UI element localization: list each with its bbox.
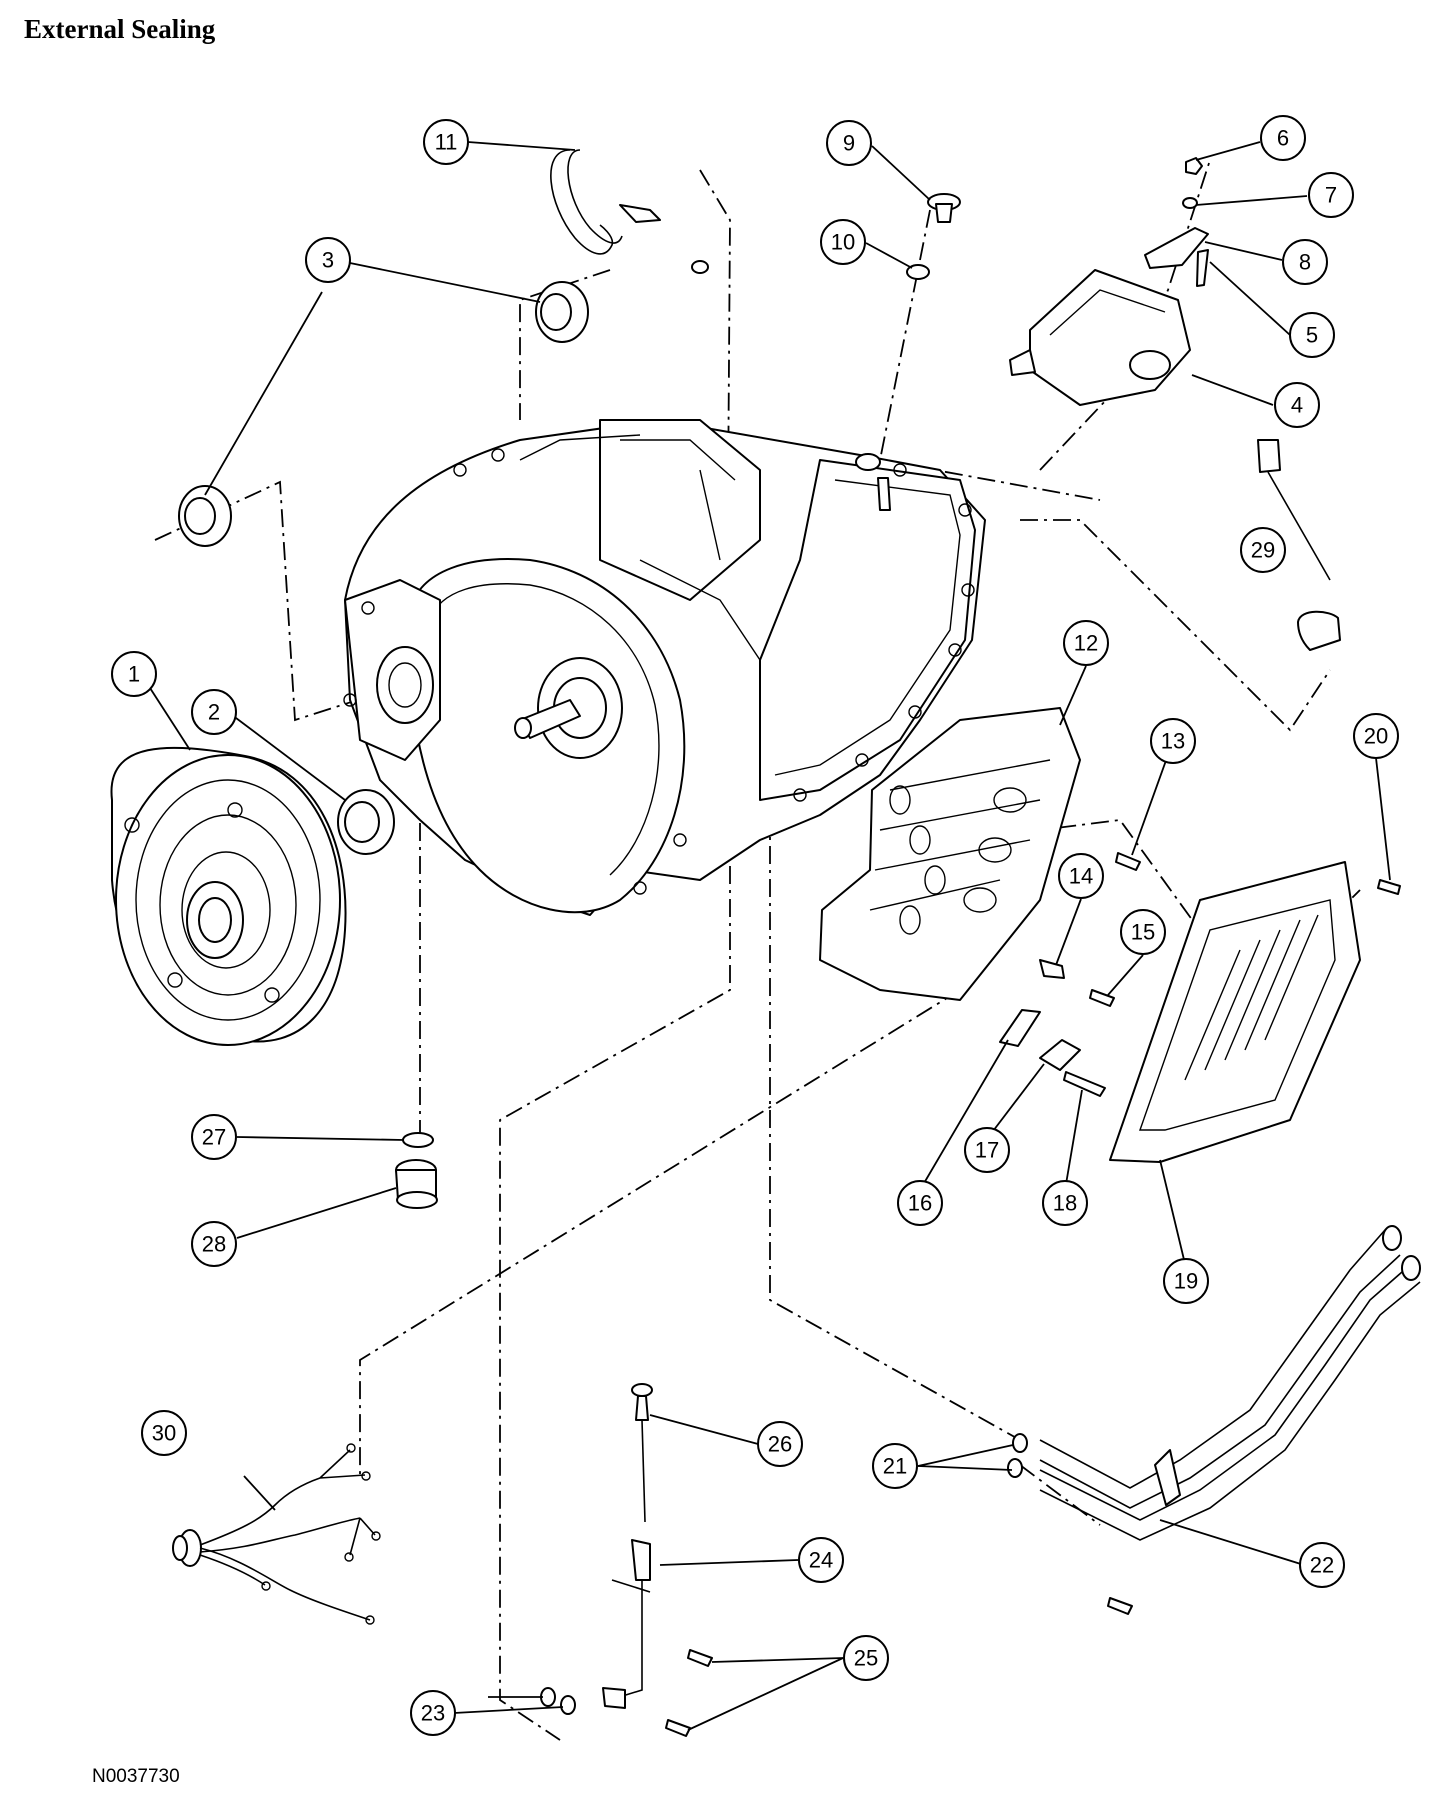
callout-25: 25 [843,1635,889,1681]
svg-text:13: 13 [1161,729,1185,754]
callout-7: 7 [1308,172,1354,218]
callout-21: 21 [872,1443,918,1489]
svg-text:8: 8 [1299,250,1311,275]
svg-text:19: 19 [1174,1269,1198,1294]
svg-text:26: 26 [768,1432,792,1457]
svg-text:16: 16 [908,1191,932,1216]
tube-bolts [665,1649,713,1737]
wiring-harness [172,1443,381,1625]
valve-body-bolt [1115,852,1141,871]
svg-text:29: 29 [1251,538,1275,563]
solenoid-bolt [1063,1071,1106,1097]
callout-11: 11 [423,119,469,165]
callout-23: 23 [410,1690,456,1736]
svg-text:5: 5 [1306,323,1318,348]
cooler-tubes [1039,1225,1421,1615]
figure-id: N0037730 [92,1766,180,1787]
callout-28: 28 [191,1221,237,1267]
page-title: External Sealing [24,14,216,44]
svg-text:27: 27 [202,1125,226,1150]
valve-body-cover [1109,861,1361,1163]
detent-spring [1039,959,1065,979]
fill-plug [927,193,961,223]
callout-12: 12 [1063,620,1109,666]
svg-text:4: 4 [1291,393,1303,418]
svg-text:25: 25 [854,1646,878,1671]
output-shaft-seal [337,789,395,855]
callout-26: 26 [757,1421,803,1467]
callout-6: 6 [1260,115,1306,161]
callout-29: 29 [1240,527,1286,573]
callout-10: 10 [820,219,866,265]
callout-1: 1 [111,651,157,697]
svg-text:11: 11 [435,130,458,155]
callout-16: 16 [897,1180,943,1226]
callout-20: 20 [1353,713,1399,759]
svg-text:7: 7 [1325,183,1337,208]
svg-text:20: 20 [1364,724,1388,749]
halfshaft-seal-left [178,485,232,547]
vent-hose [550,149,709,274]
callout-9: 9 [826,120,872,166]
dipstick [631,1383,653,1523]
svg-text:2: 2 [208,700,220,725]
svg-text:28: 28 [202,1232,226,1257]
callout-19: 19 [1163,1258,1209,1304]
svg-text:15: 15 [1131,920,1155,945]
svg-text:22: 22 [1310,1553,1334,1578]
callout-30: 30 [141,1410,187,1456]
callout-17: 17 [964,1127,1010,1173]
callout-18: 18 [1042,1180,1088,1226]
sensor-bolt [1196,249,1209,287]
callout-2: 2 [191,689,237,735]
svg-text:30: 30 [152,1421,176,1446]
halfshaft-seal-right [535,281,589,343]
svg-text:24: 24 [809,1548,833,1573]
torque-converter [110,746,347,1046]
svg-text:17: 17 [975,1138,999,1163]
cover-bolt [1377,879,1401,895]
leader-lines [149,141,1391,1731]
callout-27: 27 [191,1114,237,1160]
solenoid-gasket [999,1009,1041,1047]
callout-3: 3 [305,237,351,283]
main-control-valve-body [819,707,1081,1001]
callout-22: 22 [1299,1542,1345,1588]
svg-text:6: 6 [1277,126,1289,151]
sensor-washer [1182,197,1198,209]
svg-text:18: 18 [1053,1191,1077,1216]
svg-text:14: 14 [1069,864,1093,889]
sensor-nut [1185,157,1203,175]
fill-plug-washer [906,264,930,280]
dipstick-tube [602,1539,651,1709]
speed-sensor-harness [1257,439,1341,651]
svg-text:9: 9 [843,131,855,156]
svg-text:3: 3 [322,248,334,273]
tube-seals [540,1687,576,1715]
sensor-bracket [1144,227,1209,269]
callout-24: 24 [798,1537,844,1583]
svg-text:10: 10 [831,230,855,255]
svg-text:23: 23 [421,1701,445,1726]
plug-o-ring [402,1132,434,1148]
solenoid [1039,1039,1081,1071]
detent-spring-bolt [1089,989,1115,1007]
plug [395,1159,438,1209]
callout-14: 14 [1058,853,1104,899]
svg-text:21: 21 [883,1454,907,1479]
svg-text:1: 1 [128,662,140,687]
callout-4: 4 [1274,382,1320,428]
callout-13: 13 [1150,718,1196,764]
callout-5: 5 [1289,312,1335,358]
transaxle-case [343,419,986,916]
cooler-line-seals [1007,1433,1028,1478]
callout-8: 8 [1282,239,1328,285]
svg-text:12: 12 [1074,631,1098,656]
callout-15: 15 [1120,909,1166,955]
range-sensor [1009,269,1191,406]
